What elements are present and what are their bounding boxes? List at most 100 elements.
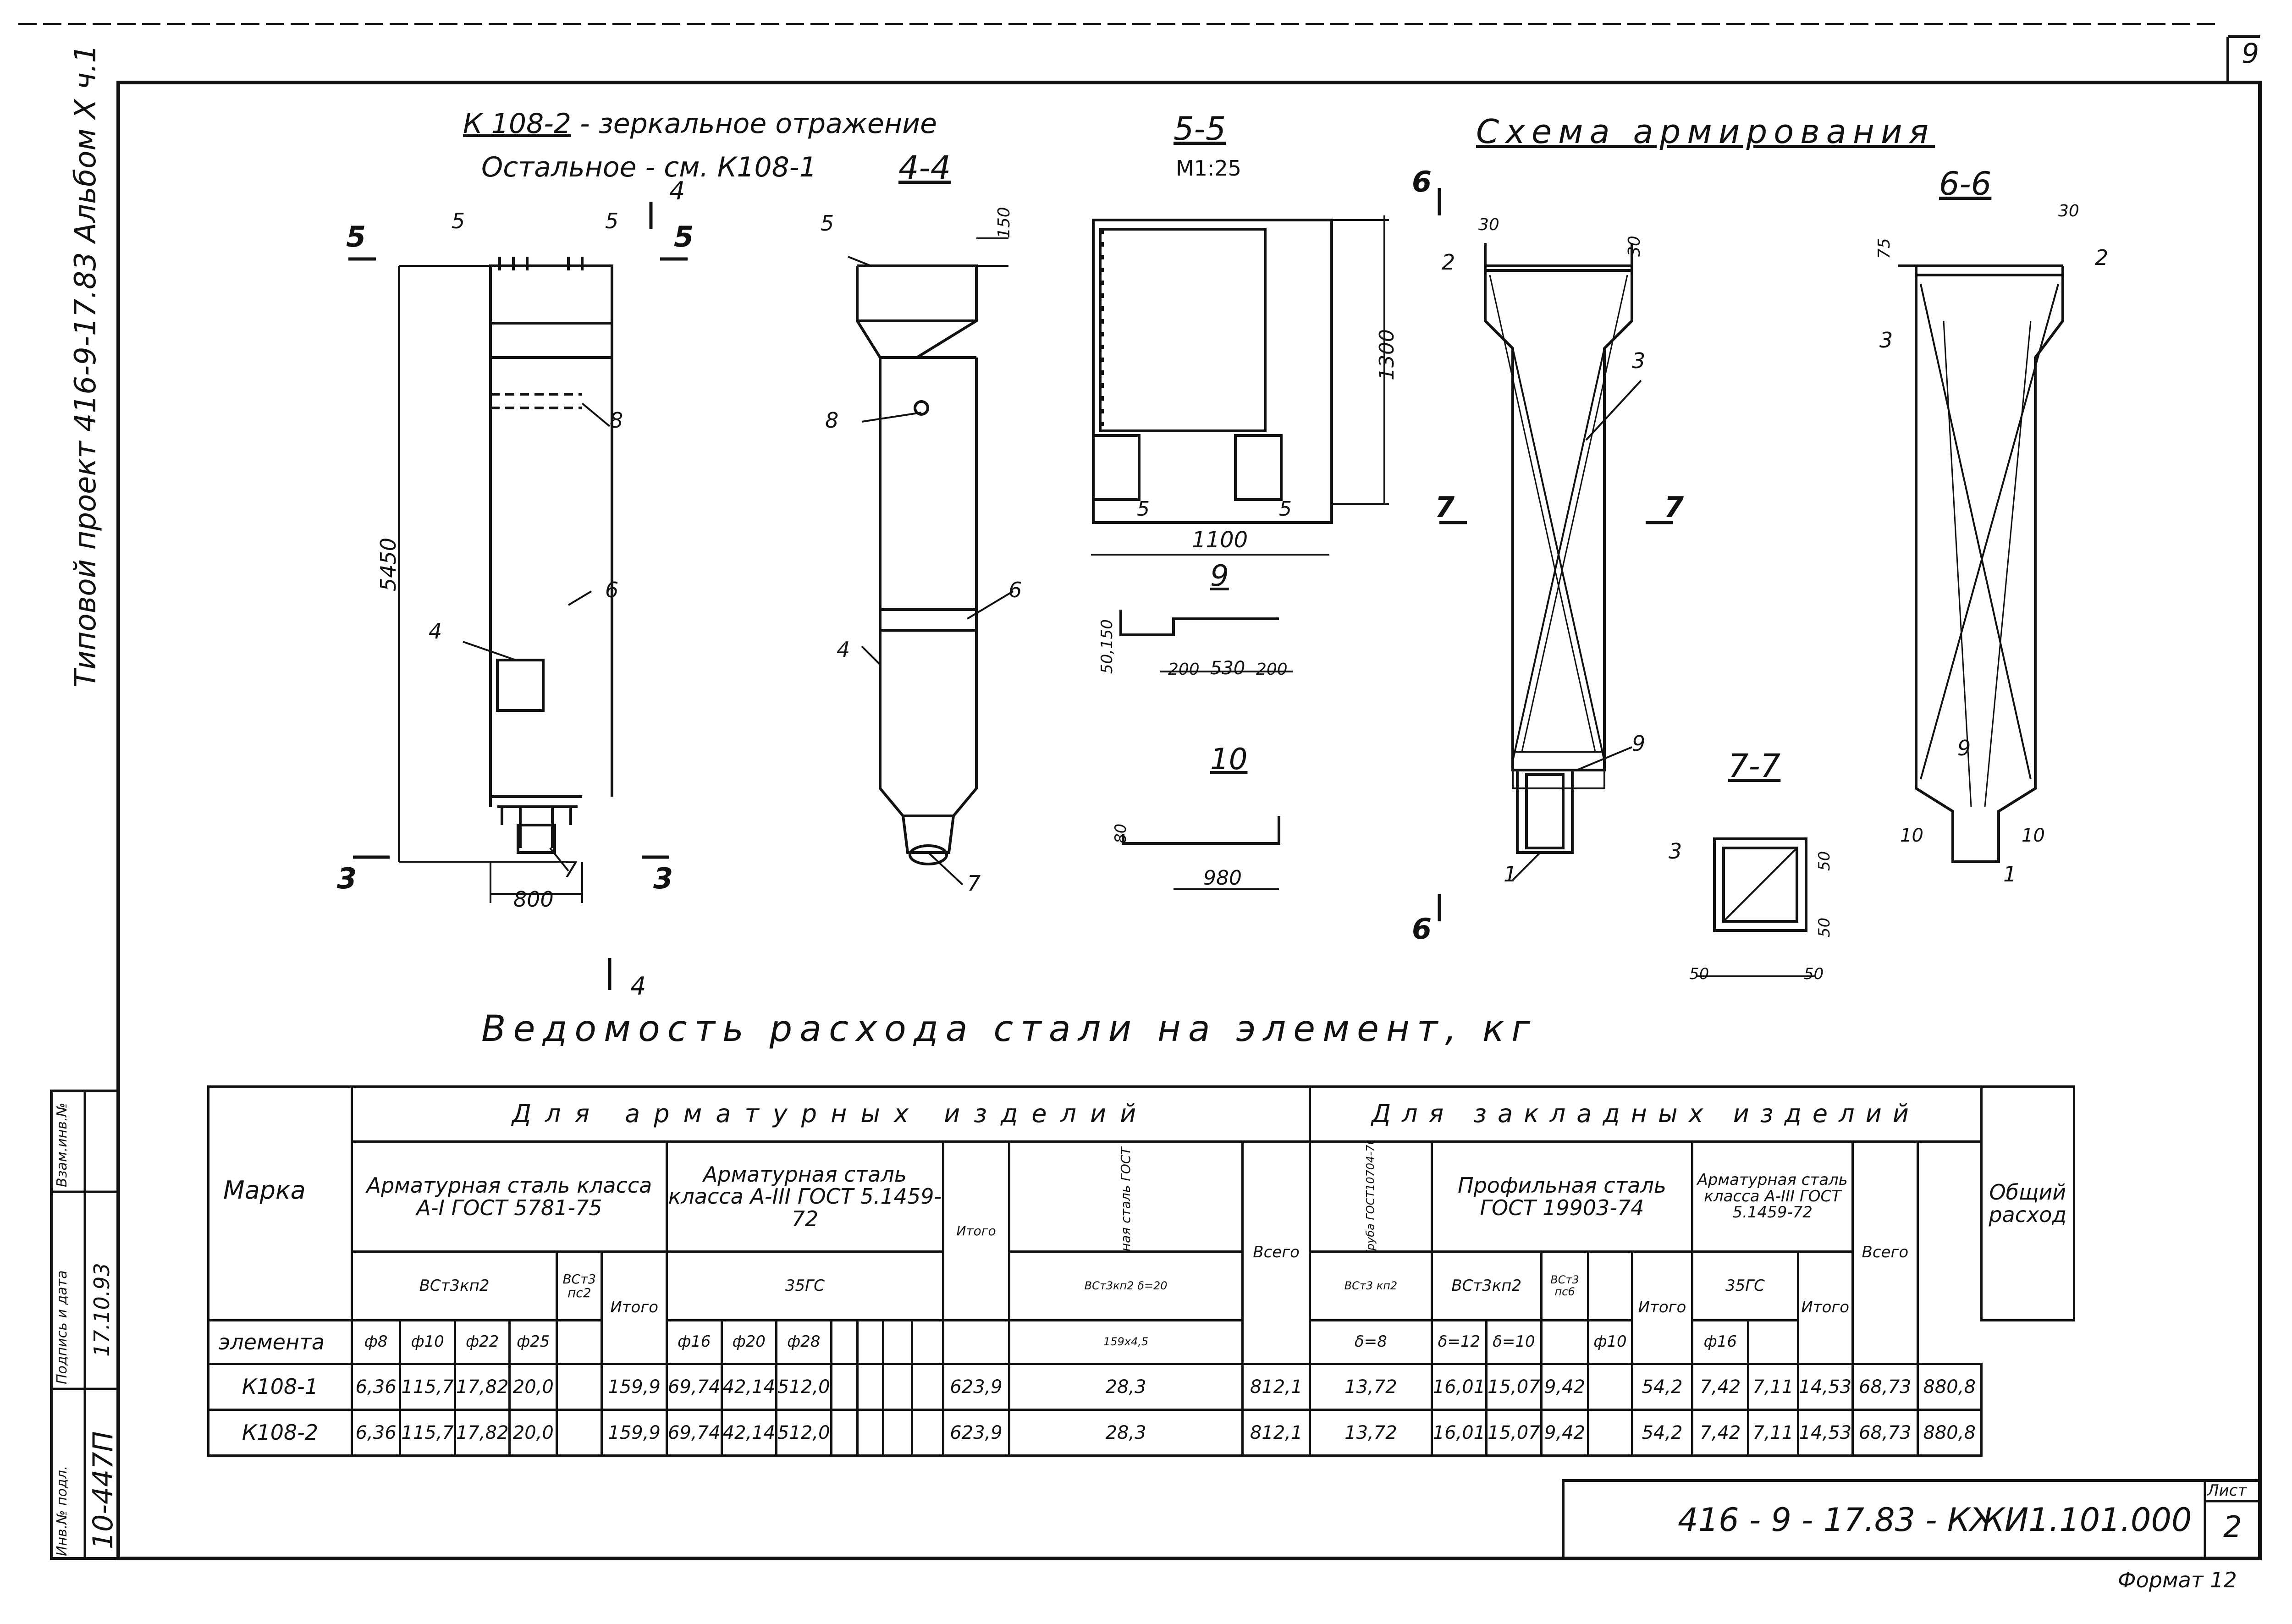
row2-cell: 17,82 [453,1409,511,1457]
label-7-7: 7-7 [1728,747,1781,785]
side-stamp-sign-label: Подпись и дата [54,1270,70,1385]
doc-code: 416 - 9 - 17.83 - КЖИ1.101.000 [1678,1501,2192,1539]
dim-9-left: 50,150 [1098,619,1116,674]
sheet-label: Лист [2207,1481,2247,1500]
row1-cell: 6,36 [350,1363,402,1411]
note-mirror: К 108-2 - зеркальное отражение [463,108,937,140]
column-front-view [398,257,613,903]
row2-cell: 9,42 [1540,1409,1590,1457]
row2-cell: 20,0 [508,1409,558,1457]
dim-30c: 30 [2058,202,2079,220]
row2-cell [882,1409,913,1457]
header-vst3ps2: ВСт3 пс2 [556,1250,603,1321]
header-total2: Итого [942,1140,1011,1321]
col-d25: ф25 [508,1319,558,1365]
dim-50d: 50 [1804,965,1824,983]
row2-cell: 7,42 [1691,1409,1750,1457]
section-6-6-view [1898,264,2064,863]
header-rebar-group: Для арматурных изделий [350,1085,1311,1143]
section-mark-4-bottom: 4 [630,972,646,1001]
note-rest: Остальное - см. К108-1 [481,151,817,183]
dim-30a: 30 [1478,215,1499,234]
detail-9-view [1119,610,1293,672]
callout-10a: 10 [1900,825,1923,846]
section-mark-6-bottom: 6 [1412,912,1432,946]
header-general: Общий расход [1980,1085,2076,1321]
col-pipe: 159х4,5 [1008,1319,1244,1365]
row1-cell: 20,0 [508,1363,558,1411]
col-b10: ф10 [1587,1319,1633,1365]
col-empty-4 [882,1319,913,1365]
header-total-embed: Всего [1851,1140,1919,1365]
callout-9a: 9 [1632,731,1646,756]
callout-2a: 2 [1442,250,1455,275]
row1-cell: 880,8 [1916,1363,1983,1411]
section-mark-3-left: 3 [337,862,357,895]
dim-1100: 1100 [1192,527,1248,553]
page-number: 9 [2242,38,2259,70]
header-vst3kp2: ВСт3кп2 [350,1250,558,1321]
callout-3a: 3 [1632,348,1646,373]
section-4-4-view [848,237,1014,886]
row2-cell: 623,9 [942,1409,1011,1457]
callout-1a: 1 [1504,862,1517,886]
callout-3c: 3 [1669,839,1682,864]
header-vst3kp2-b: ВСт3кп2 [1430,1250,1543,1321]
header-vst3kp2-d20: ВСт3кп2 δ=20 [1008,1250,1244,1321]
row1-cell: 9,42 [1540,1363,1590,1411]
row1-cell: 159,9 [601,1363,668,1411]
row1-cell: 7,11 [1747,1363,1799,1411]
row2-cell: 68,73 [1851,1409,1919,1457]
col-d10: ф10 [399,1319,456,1365]
note-mirror-text: - зеркальное отражение [580,108,937,140]
row1-cell: 15,07 [1485,1363,1543,1411]
header-element: элемента [207,1319,353,1365]
reinforcement-scheme-view [1484,243,1642,881]
label-5-5-scale: М1:25 [1176,156,1241,181]
row2-cell [910,1409,944,1457]
header-a3: Арматурная сталь класса А-III ГОСТ 5.145… [666,1140,944,1253]
header-35gs-b: 35ГС [1691,1250,1799,1321]
section-mark-4-top: 4 [669,176,685,205]
row1-cell: 13,72 [1309,1363,1433,1411]
callout-9b: 9 [1957,736,1971,760]
table-row: К108-2 6,36 115,7 17,82 20,0 159,9 69,74… [207,1409,2074,1457]
section-mark-5-right: 5 [674,220,694,253]
section-mark-7-right: 7 [1664,490,1684,524]
callout-5a: 5 [452,209,465,233]
row2-cell: 880,8 [1916,1409,1983,1457]
row2-cell [1587,1409,1633,1457]
header-pipe-vertical-text: Труба ГОСТ10704-76 [1364,1141,1377,1252]
col-empty-5 [910,1319,944,1365]
side-stamp-inv-label: Инв.№ подл. [54,1465,70,1556]
col-d16: ф16 [666,1319,723,1365]
row1-mark: К108-1 [207,1363,353,1411]
row1-cell [1587,1363,1633,1411]
dim-9-c: 200 [1256,660,1288,679]
label-5-5: 5-5 [1174,110,1226,148]
col-d22: ф22 [453,1319,511,1365]
header-total4: Итого [1796,1250,1854,1365]
header-profile-vertical: Профильная сталь ГОСТ 19903-74 [1008,1140,1244,1253]
header-a1: Арматурная сталь класса А-I ГОСТ 5781-75 [350,1140,668,1253]
label-9: 9 [1210,559,1229,593]
row2-cell: 812,1 [1241,1409,1311,1457]
row1-cell: 7,42 [1691,1363,1750,1411]
callout-5d: 5 [1137,497,1150,521]
callout-1b: 1 [2003,862,2017,886]
row1-cell: 28,3 [1008,1363,1244,1411]
col-empty-7 [1540,1319,1590,1365]
header-empty-a [1587,1250,1633,1321]
row2-cell: 28,3 [1008,1409,1244,1457]
callout-2b: 2 [2095,245,2109,270]
row1-cell [856,1363,885,1411]
callout-5e: 5 [1279,497,1292,521]
col-empty-1 [556,1319,603,1365]
row1-cell: 14,53 [1796,1363,1854,1411]
col-d20: ф20 [720,1319,778,1365]
label-10: 10 [1210,743,1248,776]
section-mark-5-left: 5 [346,220,366,253]
label-6-6: 6-6 [1939,165,1992,203]
col-t10: δ=10 [1485,1319,1543,1365]
